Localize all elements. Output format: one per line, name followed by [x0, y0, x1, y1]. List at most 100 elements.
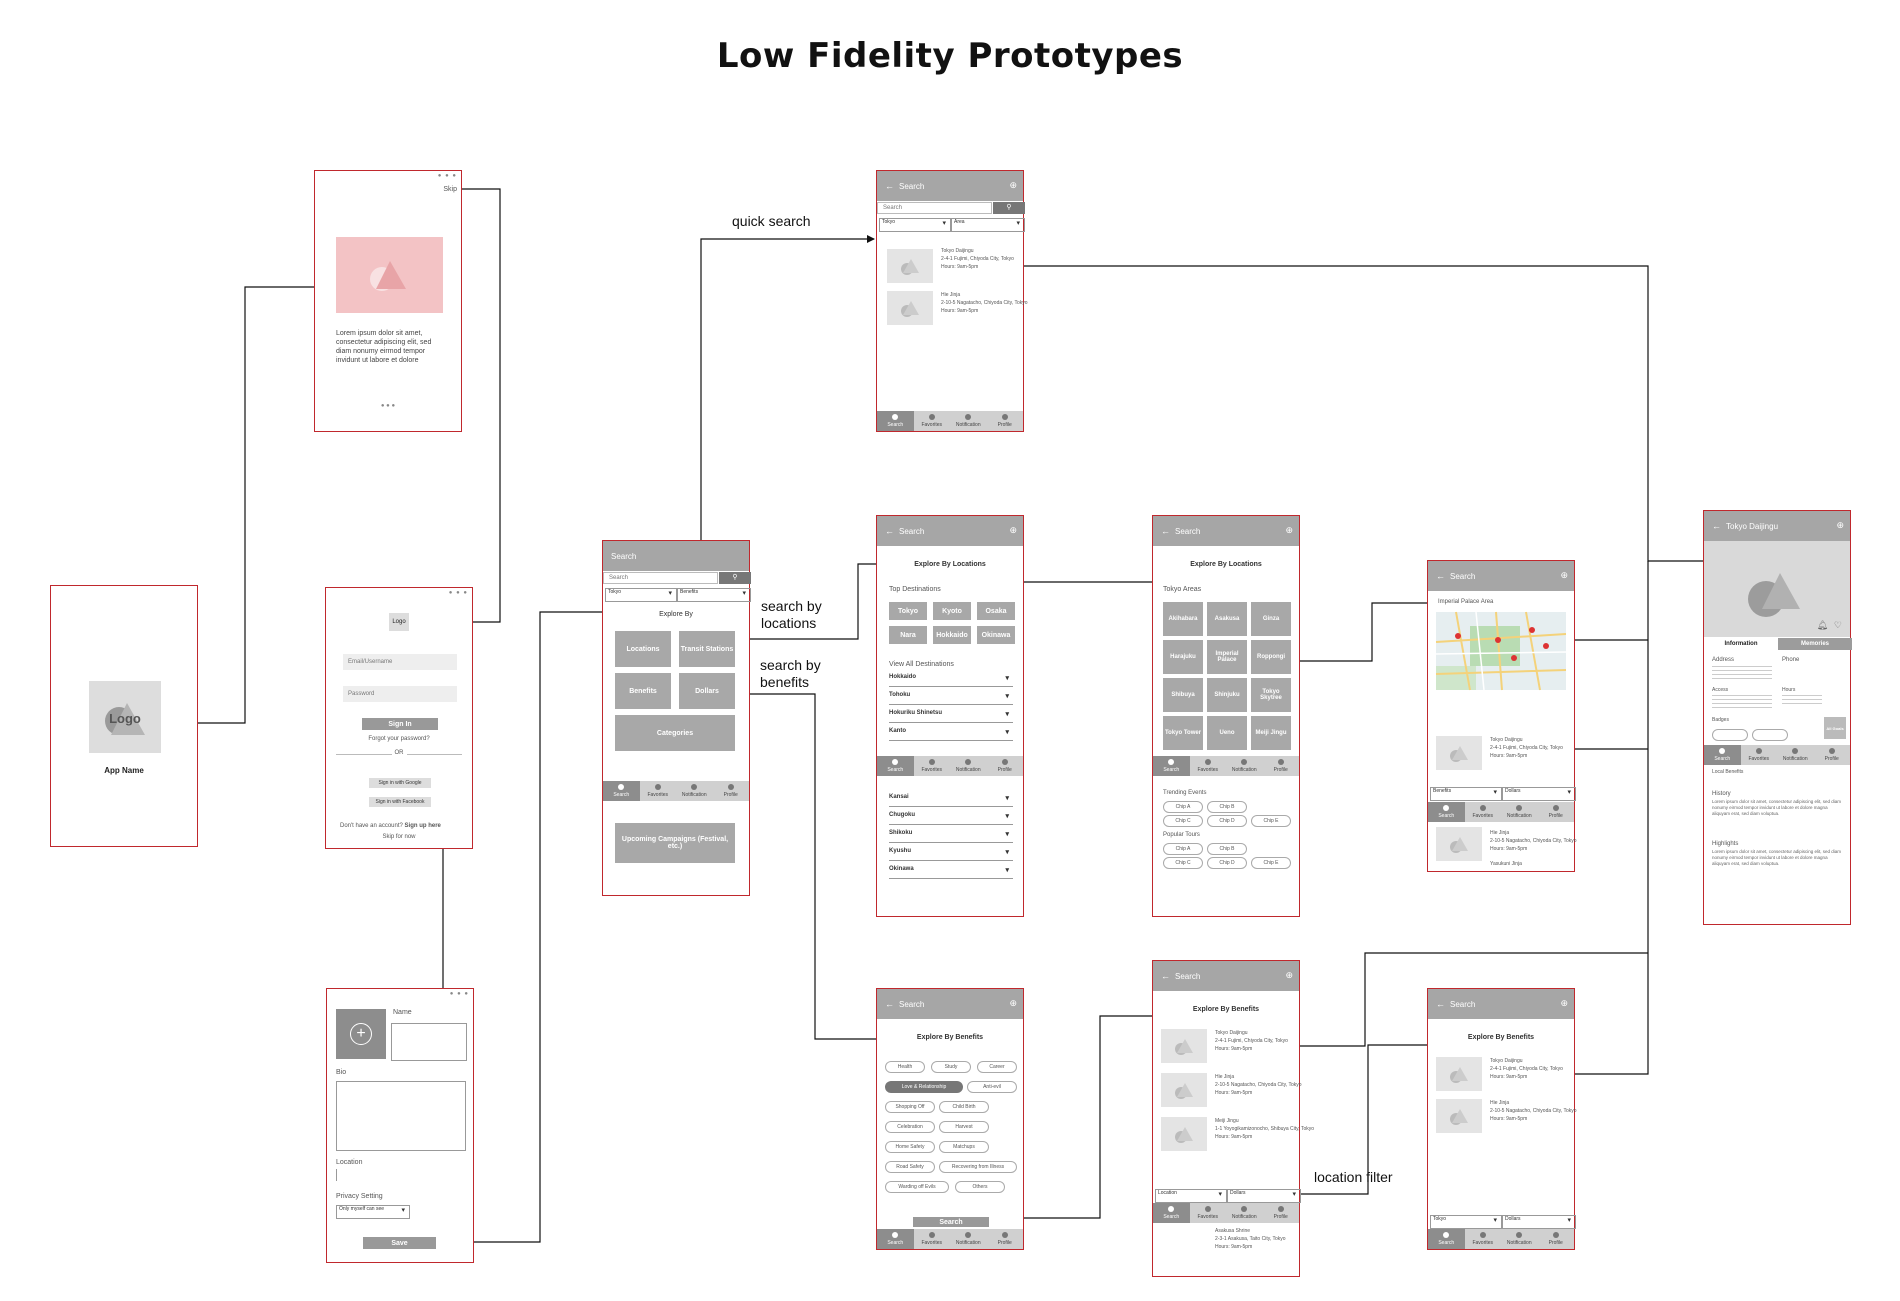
signin-button[interactable]: Sign In — [362, 718, 438, 730]
region-row[interactable]: Kanto — [889, 728, 1013, 741]
tile-tokyo[interactable]: Tokyo — [889, 602, 927, 620]
tab-memories[interactable]: Memories — [1778, 638, 1852, 650]
nav-favorites[interactable]: Favorites — [1465, 1229, 1502, 1249]
skip-link[interactable]: Skip — [443, 186, 457, 193]
nav-profile[interactable]: Profile — [987, 1229, 1024, 1249]
all-goals-button[interactable]: All Goals — [1824, 717, 1846, 739]
chip[interactable]: Chip C — [1163, 815, 1203, 827]
location-select[interactable]: Location — [1155, 1189, 1227, 1203]
region-row[interactable]: Kansai — [889, 794, 1013, 807]
nav-notification[interactable]: Notification — [950, 1229, 987, 1249]
search-input[interactable]: Search — [603, 572, 718, 584]
benefit-chip[interactable]: Anti-evil — [967, 1081, 1017, 1093]
nav-profile[interactable]: Profile — [1263, 1203, 1300, 1223]
chip[interactable]: Chip B — [1207, 843, 1247, 855]
heart-icon[interactable]: ♡ — [1833, 620, 1842, 630]
tile-transit-stations[interactable]: Transit Stations — [679, 631, 735, 667]
dollars-select[interactable]: Dollars — [1502, 1215, 1576, 1229]
city-select[interactable]: Tokyo — [605, 588, 677, 602]
tile-hokkaido[interactable]: Hokkaido — [933, 626, 971, 644]
nav-notification[interactable]: Notification — [1501, 802, 1538, 822]
nav-search[interactable]: Search — [1428, 1229, 1465, 1249]
area-tile[interactable]: Imperial Palace — [1207, 640, 1247, 674]
benefit-chip[interactable]: Career — [977, 1061, 1017, 1073]
nav-profile[interactable]: Profile — [1814, 745, 1851, 765]
chip[interactable]: Chip C — [1163, 857, 1203, 869]
area-select[interactable]: Area — [951, 218, 1025, 232]
city-select[interactable]: Tokyo — [879, 218, 951, 232]
nav-notification[interactable]: Notification — [1226, 756, 1263, 776]
area-tile[interactable]: Ginza — [1251, 602, 1291, 636]
area-tile[interactable]: Meiji Jingu — [1251, 716, 1291, 750]
signup-link[interactable]: Sign up here — [404, 823, 441, 829]
region-row[interactable]: Tohoku — [889, 692, 1013, 705]
nav-notification[interactable]: Notification — [1777, 745, 1814, 765]
forgot-link[interactable]: Forgot your password? — [368, 736, 430, 742]
nav-search[interactable]: Search — [1153, 756, 1190, 776]
search-button[interactable]: Search — [913, 1217, 989, 1227]
nav-favorites[interactable]: Favorites — [640, 781, 677, 801]
tile-categories[interactable]: Categories — [615, 715, 735, 751]
nav-favorites[interactable]: Favorites — [914, 1229, 951, 1249]
benefit-chip[interactable]: Child Birth — [939, 1101, 989, 1113]
privacy-select[interactable]: Only myself can see — [336, 1205, 410, 1219]
area-tile[interactable]: Shinjuku — [1207, 678, 1247, 712]
area-tile[interactable]: Ueno — [1207, 716, 1247, 750]
nav-notification[interactable]: Notification — [1226, 1203, 1263, 1223]
area-tile[interactable]: Tokyo Tower — [1163, 716, 1203, 750]
region-row[interactable]: Hokuriku Shinetsu — [889, 710, 1013, 723]
area-tile[interactable]: Roppongi — [1251, 640, 1291, 674]
nav-notification[interactable]: Notification — [676, 781, 713, 801]
search-icon[interactable]: ⚲ — [993, 202, 1025, 214]
nav-favorites[interactable]: Favorites — [1190, 756, 1227, 776]
nav-notification[interactable]: Notification — [950, 411, 987, 431]
tile-upcoming-campaigns[interactable]: Upcoming Campaigns (Festival, etc.) — [615, 823, 735, 863]
chip[interactable]: Chip B — [1207, 801, 1247, 813]
benefit-chip[interactable]: Health — [885, 1061, 925, 1073]
nav-profile[interactable]: Profile — [1263, 756, 1300, 776]
benefit-chip[interactable]: Warding off Evils — [885, 1181, 949, 1193]
skip-for-now-link[interactable]: Skip for now — [382, 834, 416, 840]
tile-okinawa[interactable]: Okinawa — [977, 626, 1015, 644]
benefit-chip[interactable]: Others — [955, 1181, 1005, 1193]
nav-notification[interactable]: Notification — [950, 756, 987, 776]
area-tile[interactable]: Akihabara — [1163, 602, 1203, 636]
nav-favorites[interactable]: Favorites — [914, 411, 951, 431]
email-field[interactable]: Email/Username — [343, 654, 457, 670]
benefit-chip[interactable]: Road Safety — [885, 1161, 935, 1173]
nav-favorites[interactable]: Favorites — [1465, 802, 1502, 822]
area-tile[interactable]: Tokyo Skytree — [1251, 678, 1291, 712]
nav-search[interactable]: Search — [877, 1229, 914, 1249]
nav-profile[interactable]: Profile — [1538, 802, 1575, 822]
nav-profile[interactable]: Profile — [987, 756, 1024, 776]
nav-favorites[interactable]: Favorites — [1741, 745, 1778, 765]
search-icon[interactable]: ⚲ — [719, 572, 751, 584]
dollars-select[interactable]: Dollars — [1227, 1189, 1301, 1203]
password-field[interactable]: Password — [343, 686, 457, 702]
nav-search[interactable]: Search — [877, 411, 914, 431]
quick-search-input[interactable]: Search — [877, 202, 992, 214]
facebook-signin-button[interactable]: Sign in with Facebook — [369, 797, 431, 807]
region-row[interactable]: Kyushu — [889, 848, 1013, 861]
nav-notification[interactable]: Notification — [1501, 1229, 1538, 1249]
nav-profile[interactable]: Profile — [713, 781, 750, 801]
benefit-chip[interactable]: Love & Relationship — [885, 1081, 963, 1093]
bio-input[interactable] — [336, 1081, 466, 1151]
avatar-upload[interactable]: + — [336, 1009, 386, 1059]
chip[interactable]: Chip A — [1163, 843, 1203, 855]
benefits-select[interactable]: Benefits — [1430, 787, 1502, 801]
nav-profile[interactable]: Profile — [1538, 1229, 1575, 1249]
nav-search[interactable]: Search — [1428, 802, 1465, 822]
tab-information[interactable]: Information — [1704, 638, 1778, 650]
area-tile[interactable]: Shibuya — [1163, 678, 1203, 712]
tile-locations[interactable]: Locations — [615, 631, 671, 667]
benefit-chip[interactable]: Study — [931, 1061, 971, 1073]
nav-favorites[interactable]: Favorites — [914, 756, 951, 776]
